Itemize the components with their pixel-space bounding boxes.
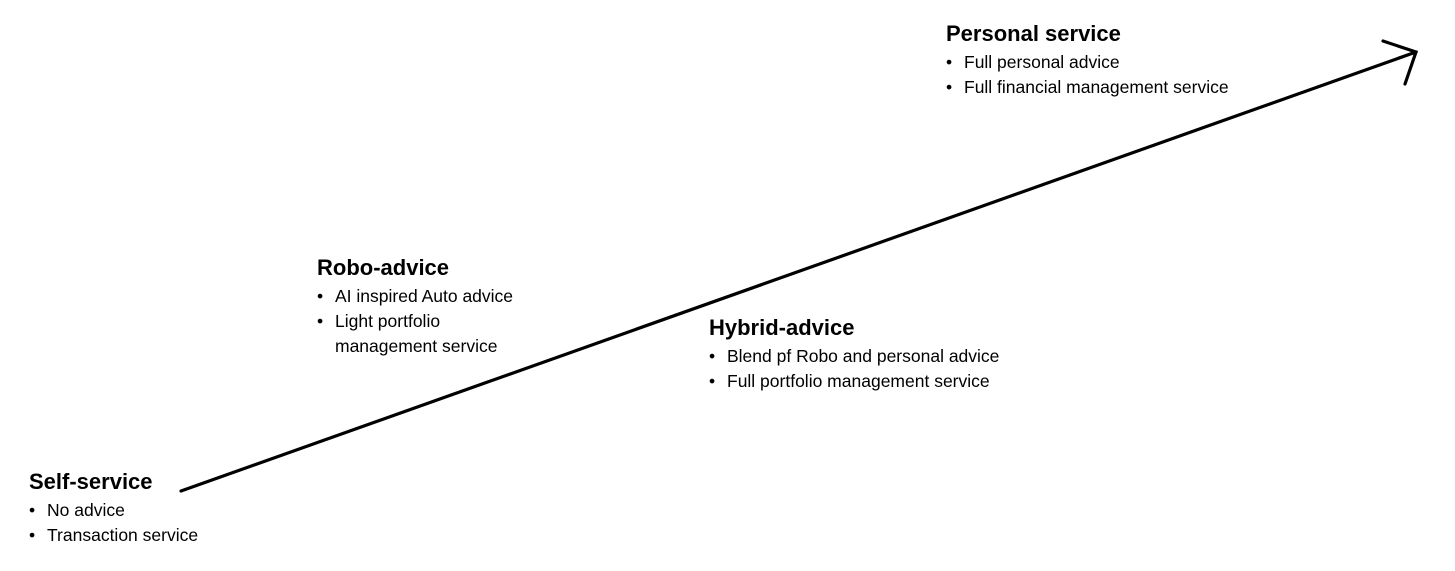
- bullet-item: • Blend pf Robo and personal advice: [709, 344, 999, 369]
- stage-bullet-list: • No advice • Transaction service: [29, 498, 198, 548]
- stage-personal-service: Personal service • Full personal advice …: [946, 20, 1229, 100]
- stage-robo-advice: Robo-advice • AI inspired Auto advice • …: [317, 254, 543, 359]
- bullet-marker: •: [946, 77, 953, 97]
- bullet-marker: •: [29, 500, 36, 520]
- bullet-marker: •: [709, 346, 716, 366]
- stage-title: Hybrid-advice: [709, 315, 855, 340]
- stage-title: Self-service: [29, 469, 153, 494]
- bullet-marker: •: [29, 525, 36, 545]
- bullet-item: • Light portfolio management service: [317, 309, 543, 359]
- bullet-text: Full personal advice: [964, 52, 1120, 72]
- arrow-shaft: [179, 50, 1418, 493]
- stage-bullet-list: • Blend pf Robo and personal advice • Fu…: [709, 344, 999, 394]
- arrow-head-icon: [1381, 39, 1419, 86]
- bullet-text: Blend pf Robo and personal advice: [727, 346, 1000, 366]
- stage-title: Personal service: [946, 21, 1121, 46]
- bullet-item: • Full financial management service: [946, 75, 1229, 100]
- bullet-marker: •: [317, 286, 324, 306]
- stage-title: Robo-advice: [317, 255, 450, 280]
- bullet-marker: •: [709, 371, 716, 391]
- bullet-item: • Transaction service: [29, 523, 198, 548]
- bullet-text: No advice: [47, 500, 125, 520]
- bullet-text: Light portfolio management service: [335, 311, 498, 356]
- bullet-marker: •: [946, 52, 953, 72]
- bullet-text: AI inspired Auto advice: [335, 286, 514, 306]
- bullet-item: • AI inspired Auto advice: [317, 284, 543, 309]
- bullet-item: • Full personal advice: [946, 50, 1229, 75]
- stage-bullet-list: • AI inspired Auto advice • Light portfo…: [317, 284, 543, 359]
- stage-hybrid-advice: Hybrid-advice • Blend pf Robo and person…: [709, 314, 999, 394]
- stage-self-service: Self-service • No advice • Transaction s…: [29, 468, 198, 548]
- stage-bullet-list: • Full personal advice • Full financial …: [946, 50, 1229, 100]
- bullet-marker: •: [317, 311, 324, 331]
- bullet-item: • Full portfolio management service: [709, 369, 999, 394]
- bullet-text: Full financial management service: [964, 77, 1229, 97]
- bullet-item: • No advice: [29, 498, 198, 523]
- bullet-text: Transaction service: [47, 525, 199, 545]
- bullet-text: Full portfolio management service: [727, 371, 990, 391]
